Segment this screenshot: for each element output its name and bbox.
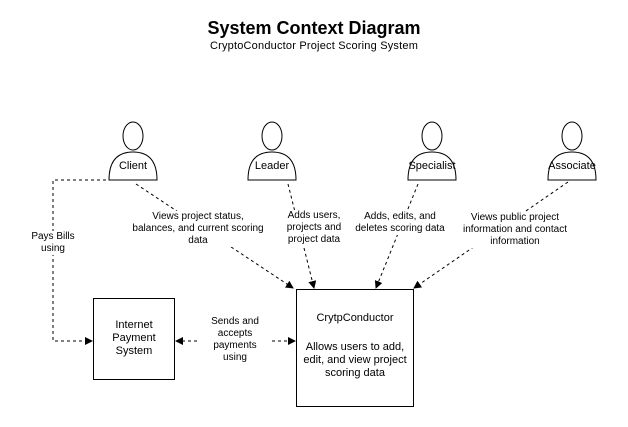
main-system-description: Allows users to add, edit, and view proj… bbox=[303, 341, 407, 379]
actor-specialist-label: Specialist bbox=[408, 160, 456, 172]
actor-leader-label: Leader bbox=[254, 160, 290, 172]
edge-client-main bbox=[135, 183, 294, 289]
payment-system-label: Internet Payment System bbox=[112, 319, 156, 357]
edge-label-client-main: Views project status, balances, and curr… bbox=[132, 211, 264, 247]
edge-client-payment bbox=[52, 179, 112, 345]
diagram-subtitle: CryptoConductor Project Scoring System bbox=[209, 40, 419, 52]
edge-specialist-main bbox=[374, 183, 419, 289]
main-system-box: CrytpConductor Allows users to add, edit… bbox=[296, 289, 414, 407]
actor-client-label: Client bbox=[118, 160, 148, 172]
edge-label-client-payment: Pays Bills using bbox=[22, 231, 84, 255]
actor-leader-figure bbox=[247, 121, 297, 181]
edge-associate-main bbox=[413, 181, 569, 289]
diagram-title: System Context Diagram bbox=[207, 18, 421, 38]
edge-label-associate-main: Views public project information and con… bbox=[459, 212, 571, 248]
actor-associate-figure bbox=[547, 121, 597, 181]
edge-label-specialist-main: Adds, edits, and deletes scoring data bbox=[354, 211, 446, 235]
actor-associate-label: Associate bbox=[548, 160, 596, 172]
actor-client-figure bbox=[108, 121, 158, 181]
edge-label-leader-main: Adds users, projects and project data bbox=[278, 210, 350, 246]
actor-specialist-figure bbox=[407, 121, 457, 181]
payment-system-box: Internet Payment System bbox=[93, 298, 175, 380]
edge-label-payment-main: Sends and accepts payments using bbox=[200, 316, 270, 364]
main-system-title: CrytpConductor bbox=[316, 312, 394, 324]
